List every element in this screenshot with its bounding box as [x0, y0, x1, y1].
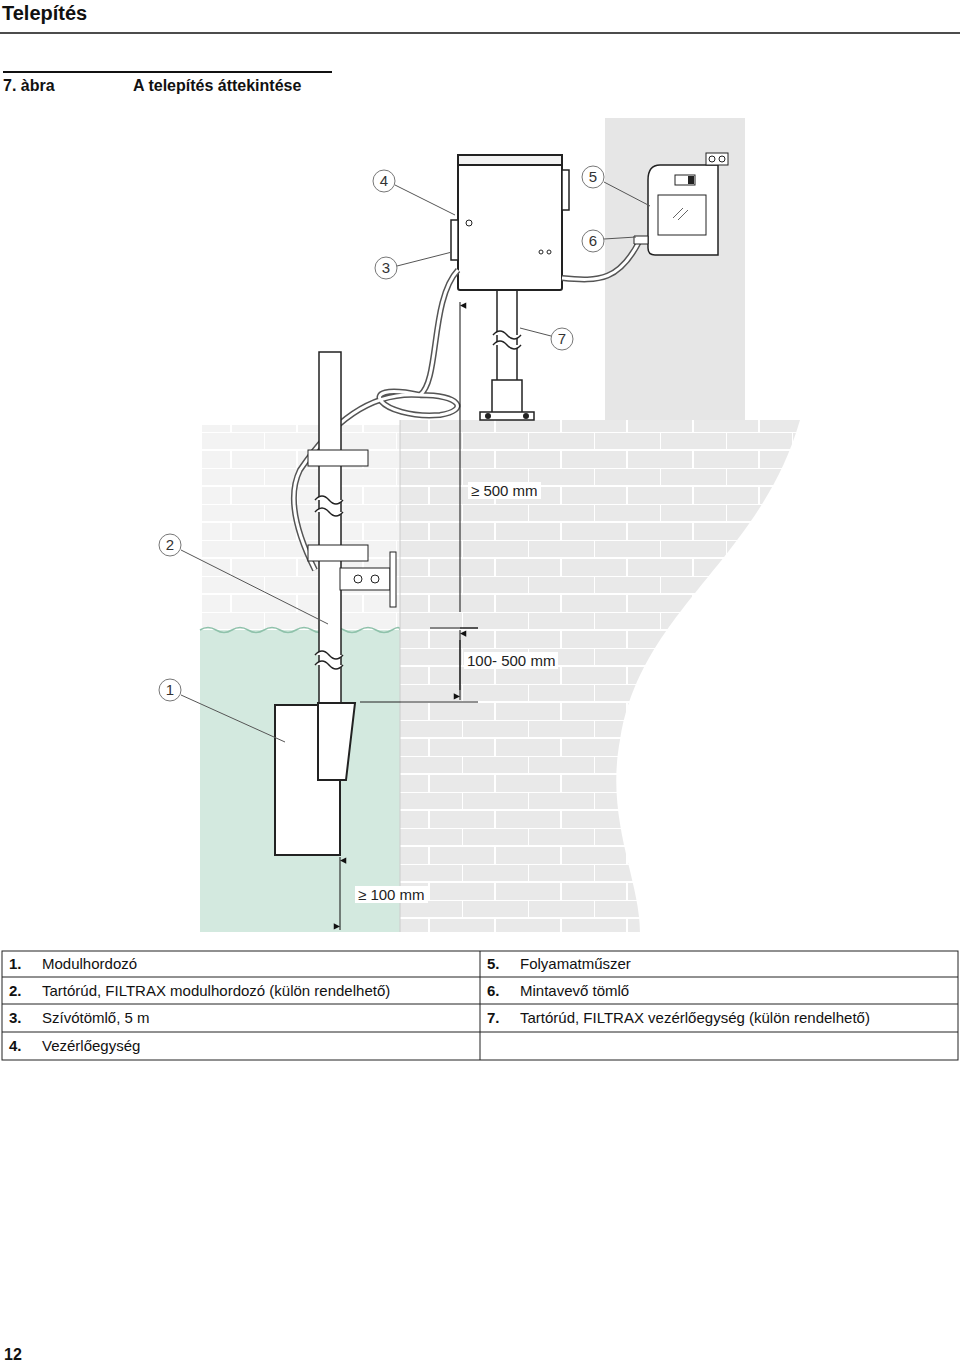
table-cell: 6.	[487, 982, 500, 999]
table-cell: 4.	[9, 1037, 22, 1054]
table-cell: Vezérlőegység	[42, 1037, 140, 1054]
callout-number: 5	[582, 168, 604, 185]
table-cell: 7.	[487, 1009, 500, 1026]
figure-title: A telepítés áttekintése	[133, 77, 301, 95]
dimension-label: 100- 500 mm	[464, 652, 558, 669]
figure-number: 7. àbra	[3, 77, 55, 95]
dimension-label: ≥ 500 mm	[468, 482, 541, 499]
table-cell: 2.	[9, 982, 22, 999]
dimension-label: ≥ 100 mm	[355, 886, 428, 903]
callout-number: 4	[373, 172, 395, 189]
page-heading: Telepítés	[2, 2, 87, 25]
table-cell: Mintavevő tömlő	[520, 982, 629, 999]
table-cell: Szívótömlő, 5 m	[42, 1009, 150, 1026]
callout-number: 7	[551, 330, 573, 347]
table-cell: 1.	[9, 955, 22, 972]
table-cell: Folyamatműszer	[520, 955, 631, 972]
callout-number: 2	[159, 536, 181, 553]
table-cell: Tartórúd, FILTRAX modulhordozó (külön re…	[42, 982, 390, 999]
table-cell: 3.	[9, 1009, 22, 1026]
page-number: 12	[4, 1346, 22, 1364]
table-cell: Modulhordozó	[42, 955, 137, 972]
callout-number: 6	[582, 232, 604, 249]
callout-number: 1	[159, 681, 181, 698]
callout-number: 3	[375, 259, 397, 276]
table-cell: Tartórúd, FILTRAX vezérlőegység (külön r…	[520, 1009, 870, 1026]
table-cell: 5.	[487, 955, 500, 972]
